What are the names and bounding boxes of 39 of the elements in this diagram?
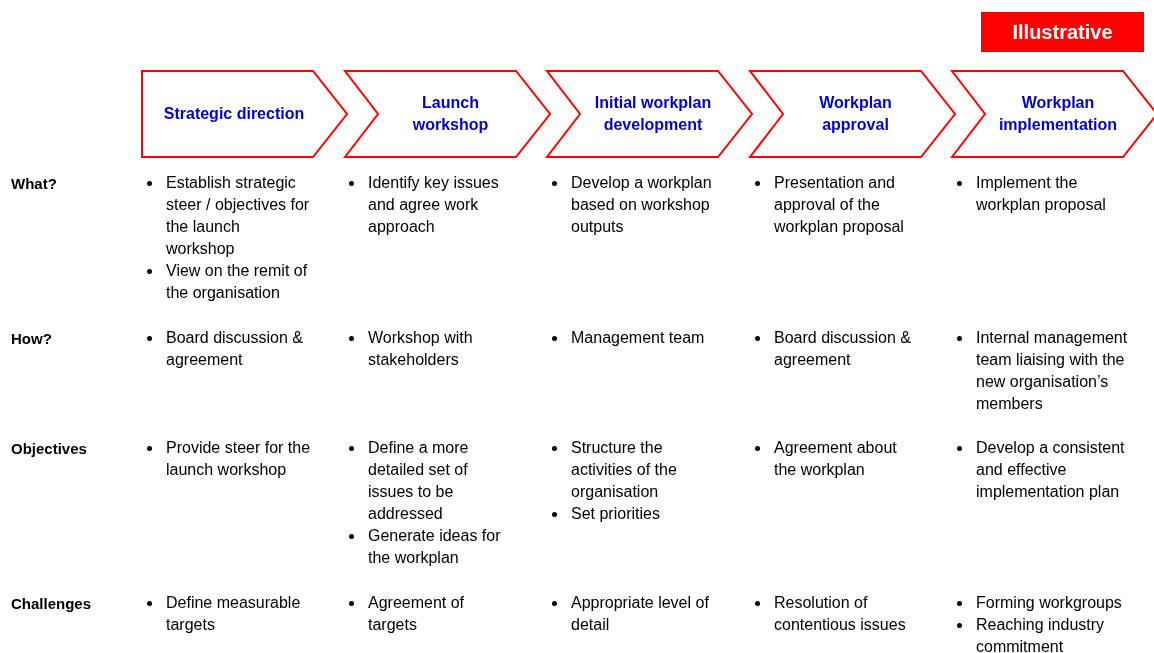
bullet-text: Board discussion & agreement [166,329,303,368]
row-header: Challenges [11,595,92,612]
step-title: Initial workplan development [593,93,713,135]
bullet-text: Set priorities [571,505,660,522]
row-header: What? [11,175,57,192]
bullet-text: Management team [571,329,705,346]
row-header: Objectives [11,440,87,457]
bullet-text: Reaching industry commitment [976,616,1105,653]
bullet-text: Define measurable targets [166,594,301,633]
chevron-step [748,70,955,158]
step-title: Workplan implementation [997,93,1119,135]
chevron-step [343,70,550,158]
illustrative-tag: Illustrative [981,12,1144,52]
bullet-text: Board discussion & agreement [774,329,911,368]
bullet-text: Establish strategic steer / objectives for the launch workshop [166,174,310,257]
bullet-text: Internal management team liaising with the new organisation’s members [976,329,1128,412]
bullet-text: Resolution of contentious issues [774,594,906,633]
bullet-text: Identify key issues and agree work approach [368,174,499,235]
bullet-text: Provide steer for the launch workshop [166,439,311,478]
bullet-text: Agreement about the workplan [774,439,897,478]
bullet-text: Structure the activities of the organisation [571,439,677,500]
bullet-text: Forming workgroups [976,594,1122,611]
row-header: How? [11,330,52,347]
bullet-text: Workshop with stakeholders [368,329,473,368]
chevron-step [141,70,347,158]
bullet-text: Define a more detailed set of issues to be addressed [368,439,469,522]
bullet-text: Appropriate level of detail [571,594,709,633]
chevron-step [546,70,752,158]
bullet-text: Agreement of targets [368,594,465,633]
step-title: Workplan approval [818,93,893,135]
bullet-text: View on the remit of the organisation [166,262,308,301]
step-title: Launch workshop [411,93,490,135]
chevron-step [951,70,1154,158]
bullet-text: Generate ideas for the workplan [368,527,501,566]
bullet-text: Develop a workplan based on workshop outputs [571,174,712,235]
step-title: Strategic direction [163,104,305,124]
bullet-text: Develop a consistent and effective implementation plan [976,439,1125,500]
bullet-text: Presentation and approval of the workplan proposal [774,174,904,235]
bullet-text: Implement the workplan proposal [976,174,1106,213]
